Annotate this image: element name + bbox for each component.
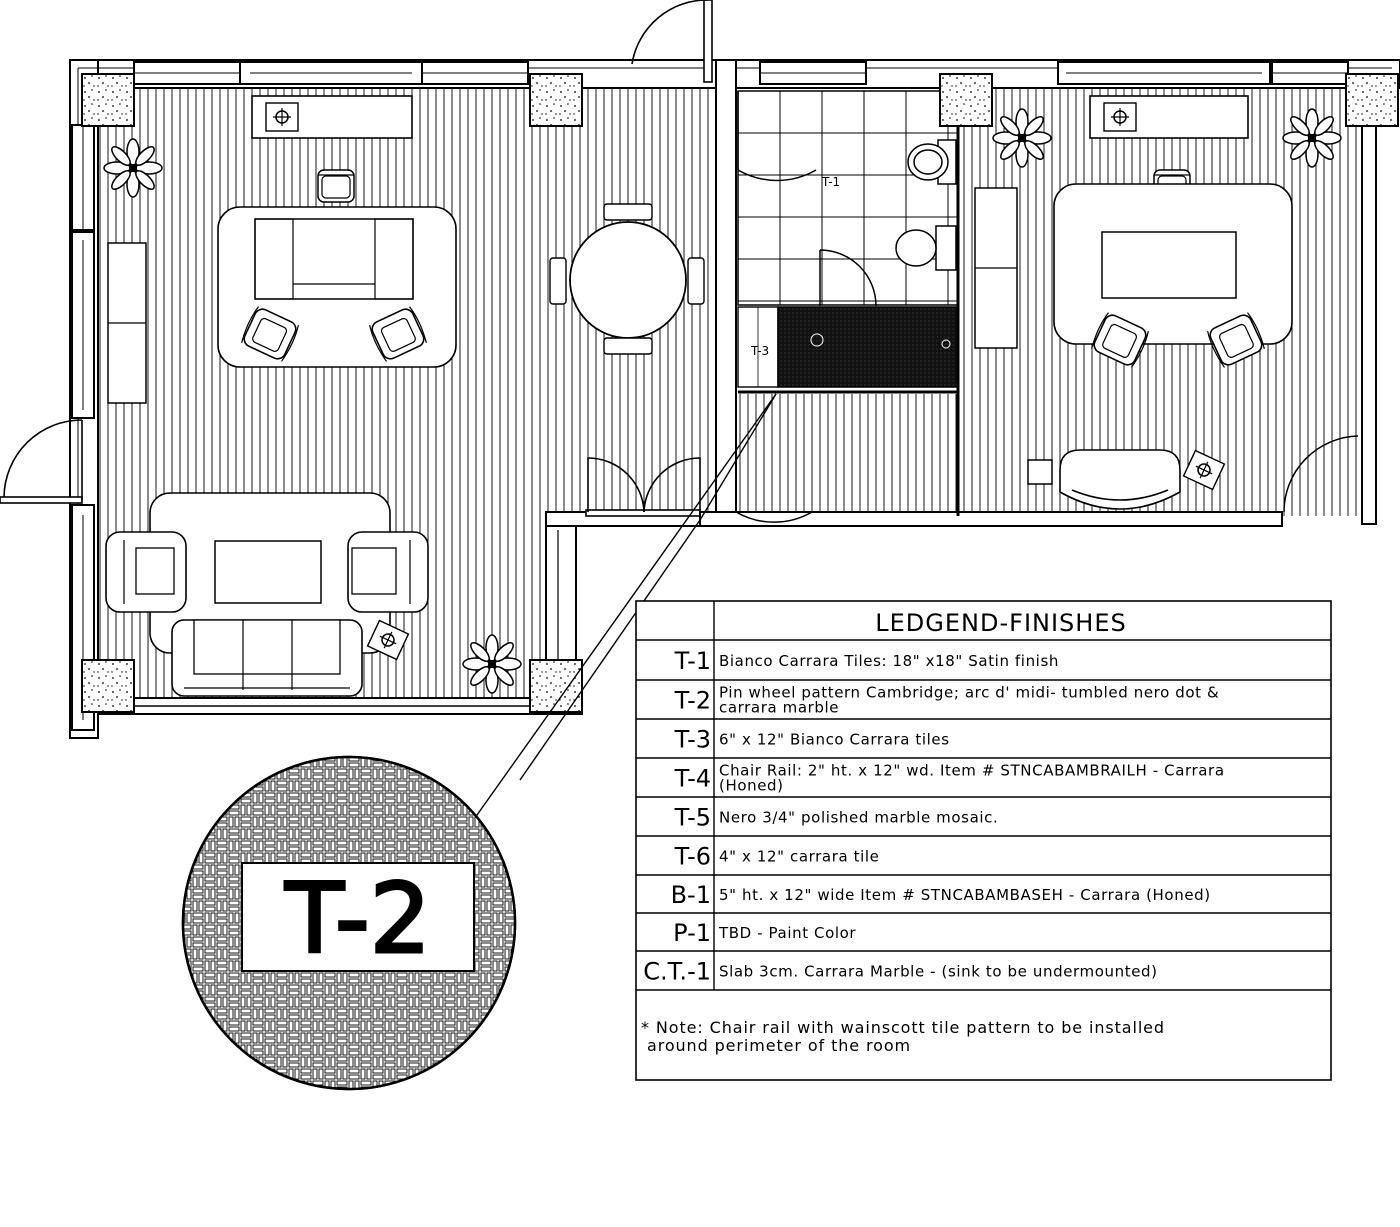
plant-icon bbox=[992, 108, 1052, 168]
legend-description: Chair Rail: 2" ht. x 12" wd. Item # STNC… bbox=[719, 762, 1225, 780]
armchair-icon bbox=[105, 531, 187, 613]
legend-code: T-6 bbox=[674, 843, 711, 871]
door-swing-icon bbox=[735, 91, 1359, 523]
toilet-icon bbox=[907, 139, 957, 185]
legend-description: 6" x 12" Bianco Carrara tiles bbox=[719, 731, 950, 749]
corner-pier-top-mid bbox=[529, 73, 583, 127]
callout-leader bbox=[471, 393, 777, 823]
legend-description: Bianco Carrara Tiles: 18" x18" Satin fin… bbox=[719, 652, 1059, 670]
legend-description: Nero 3/4" polished marble mosaic. bbox=[719, 809, 998, 827]
tag-t3: T-3 bbox=[750, 344, 769, 358]
corner-pier-top-left bbox=[81, 73, 135, 127]
plant-icon bbox=[103, 138, 163, 198]
sofa-icon bbox=[254, 218, 414, 300]
plant-icon bbox=[462, 634, 522, 694]
legend-note-line: around perimeter of the room bbox=[641, 1036, 911, 1055]
corner-pier-top-right-b bbox=[1345, 73, 1399, 127]
sofa-icon bbox=[107, 242, 147, 404]
legend-description: (Honed) bbox=[719, 777, 784, 795]
chair-icon bbox=[317, 169, 355, 203]
sink-icon bbox=[895, 225, 957, 271]
right-room-walls bbox=[699, 59, 1400, 527]
legend-code: P-1 bbox=[673, 919, 711, 947]
legend-note-line: * Note: Chair rail with wainscott tile p… bbox=[641, 1018, 1165, 1037]
shower-area bbox=[737, 306, 959, 388]
rug-upper bbox=[217, 206, 457, 368]
desk bbox=[1089, 95, 1249, 139]
door-swing-icon bbox=[0, 419, 83, 504]
legend-description: 5" ht. x 12" wide Item # STNCABAMBASEH -… bbox=[719, 886, 1211, 904]
legend-description: Slab 3cm. Carrara Marble - (sink to be u… bbox=[719, 963, 1158, 981]
legend-code: T-4 bbox=[674, 765, 711, 793]
legend-description: Pin wheel pattern Cambridge; arc d' midi… bbox=[719, 684, 1219, 702]
corner-pier-bottom-left bbox=[81, 659, 135, 713]
dining-table bbox=[549, 203, 705, 355]
legend-table: LEDGEND-FINISHES T-1 Bianco Carrara Tiles… bbox=[635, 600, 1332, 1081]
lamp-icon bbox=[265, 102, 299, 132]
legend-title: LEDGEND-FINISHES bbox=[875, 609, 1126, 637]
legend-code: C.T.-1 bbox=[643, 958, 711, 986]
legend-code: T-5 bbox=[674, 804, 711, 832]
desk bbox=[251, 95, 413, 139]
callout-detail-t2: T-2 bbox=[181, 755, 517, 1091]
plant-icon bbox=[1282, 108, 1342, 168]
bathroom-tile-t1 bbox=[737, 90, 959, 306]
armchair-icon bbox=[347, 531, 429, 613]
legend-code: T-1 bbox=[674, 647, 711, 675]
tag-t1: T-1 bbox=[821, 175, 840, 189]
legend-code: T-2 bbox=[674, 687, 711, 715]
door-swing-icon bbox=[631, 0, 713, 83]
legend-code: B-1 bbox=[671, 881, 711, 909]
rug-right bbox=[1053, 183, 1293, 370]
legend-description: TBD - Paint Color bbox=[718, 924, 856, 942]
legend-description: carrara marble bbox=[719, 699, 839, 717]
rug-lower bbox=[105, 492, 429, 697]
sofa-icon bbox=[171, 619, 363, 697]
lamp-icon bbox=[1103, 102, 1137, 132]
armchair-icon bbox=[1059, 449, 1181, 510]
legend-description: 4" x 12" carrara tile bbox=[719, 848, 879, 866]
side-table bbox=[1027, 459, 1053, 485]
corner-pier-top-right-a bbox=[939, 73, 993, 127]
sofa-icon bbox=[974, 187, 1018, 349]
legend-code: T-3 bbox=[674, 726, 711, 754]
callout-tag-label: T-2 bbox=[284, 863, 431, 975]
